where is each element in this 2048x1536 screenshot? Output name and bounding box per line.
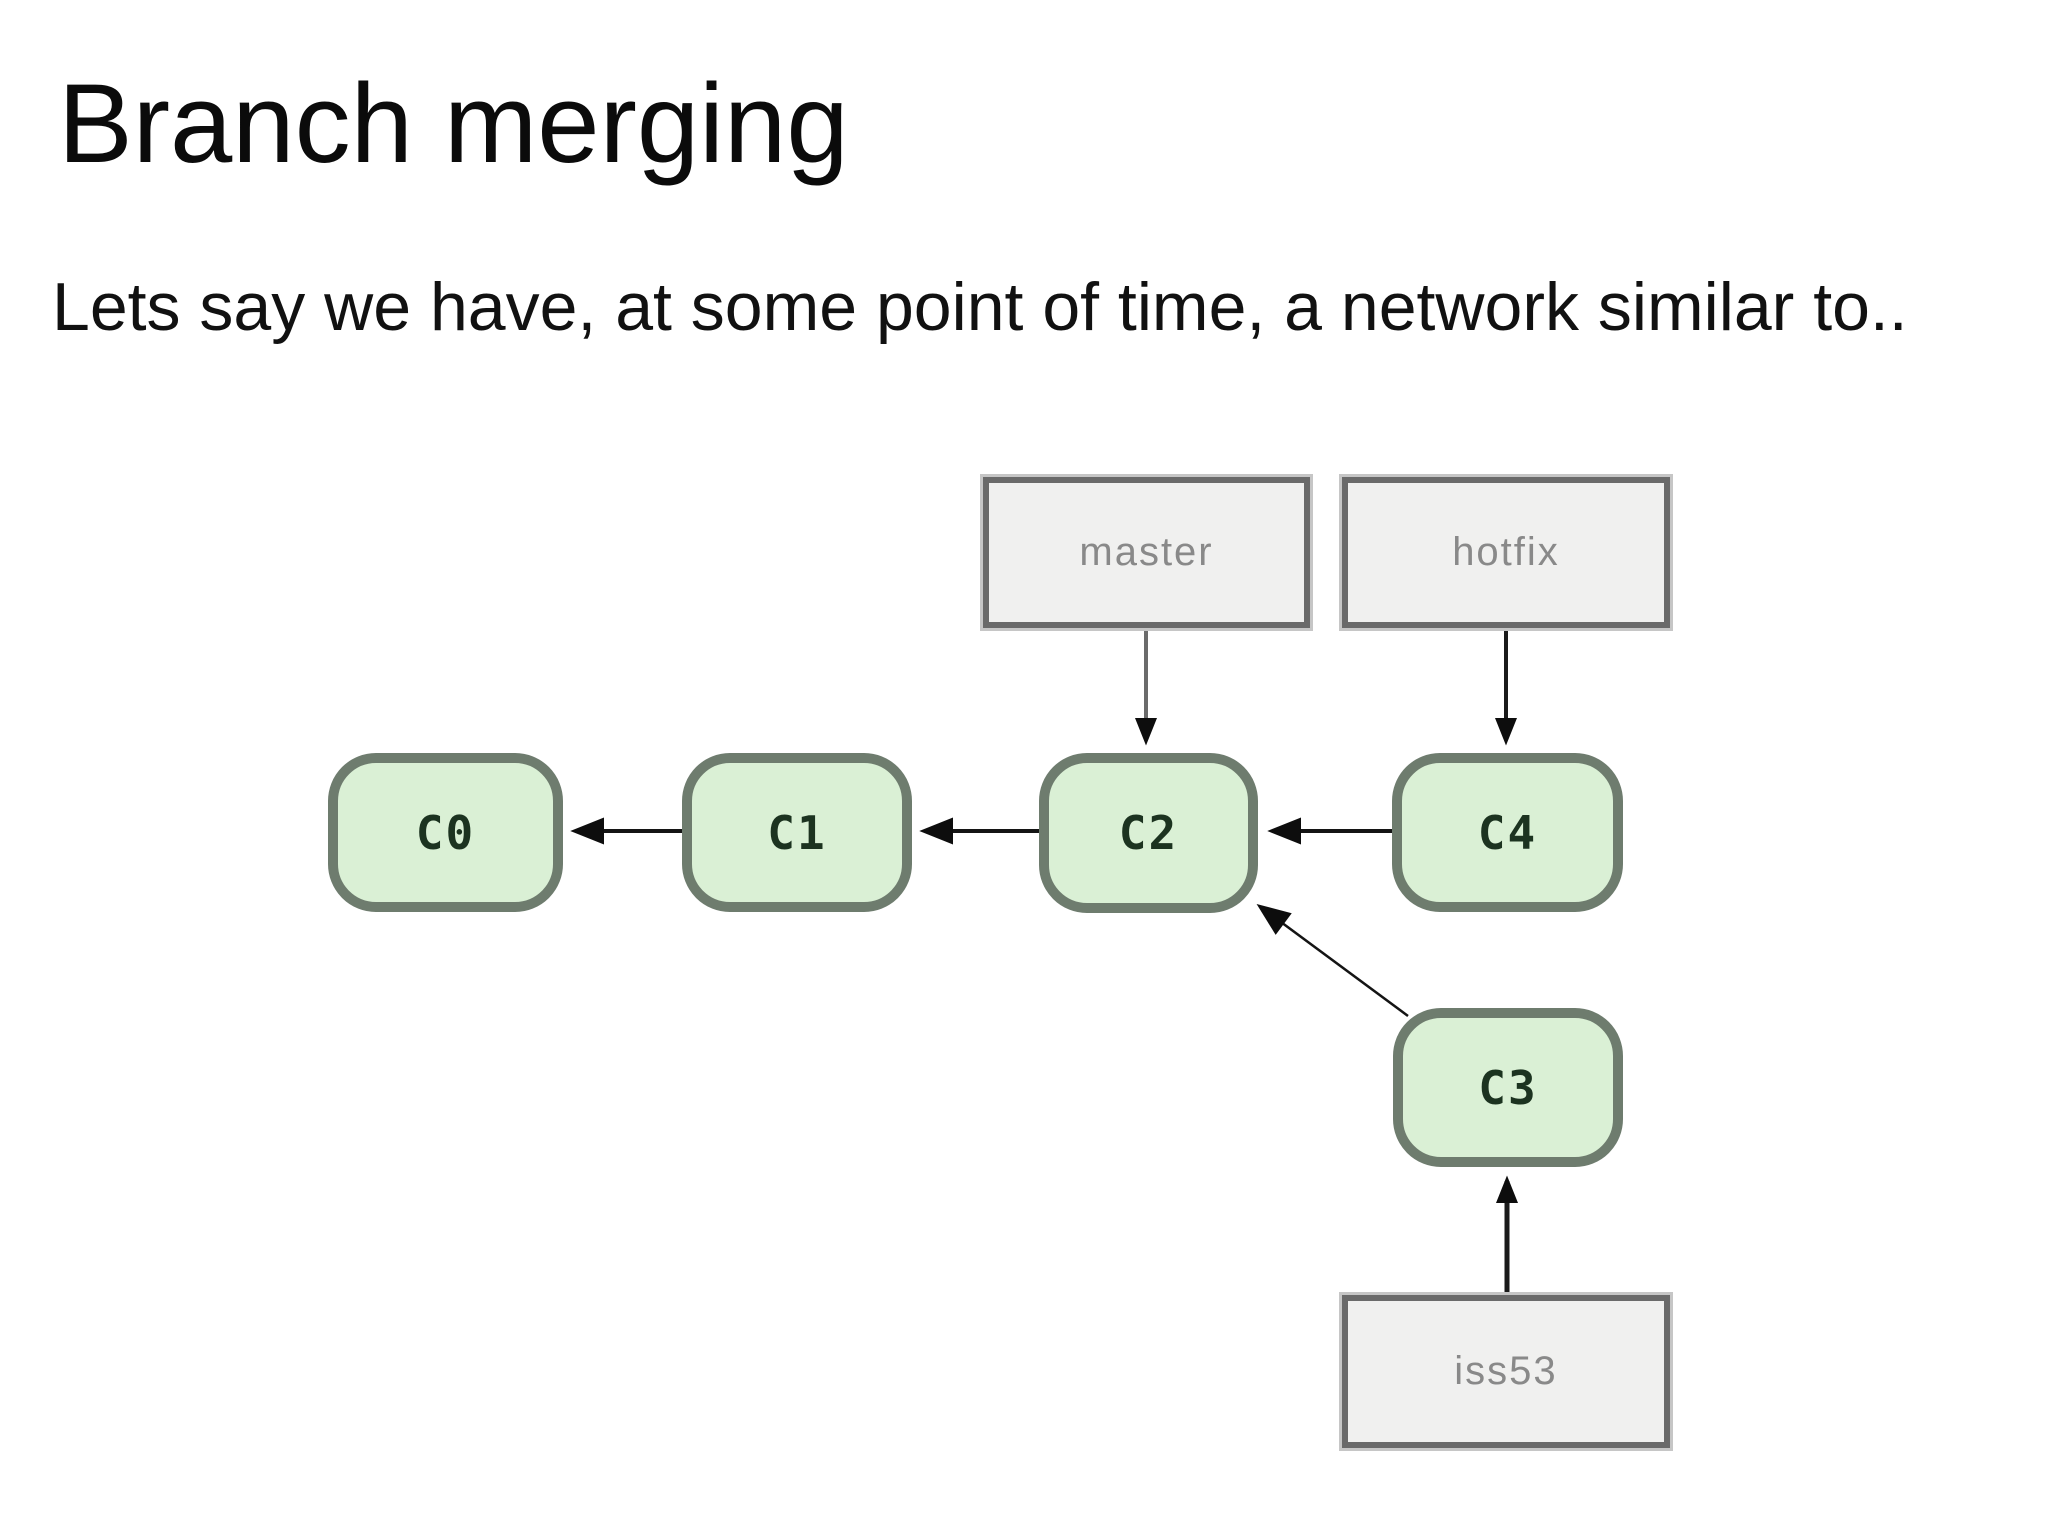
commit-node-c1: C1 [682,753,912,912]
commit-node-c4: C4 [1392,753,1623,912]
branch-label-master: master [983,477,1310,628]
branch-label-hotfix: hotfix [1342,477,1670,628]
page-title: Branch merging [58,61,849,186]
arrow-c3-to-c2 [1256,903,1409,1018]
commit-node-c3: C3 [1393,1008,1623,1167]
commit-node-c2: C2 [1039,753,1258,913]
slide-subtitle: Lets say we have, at some point of time,… [52,269,1908,345]
branch-label-iss53: iss53 [1342,1295,1670,1448]
commit-node-c0: C0 [328,753,563,912]
